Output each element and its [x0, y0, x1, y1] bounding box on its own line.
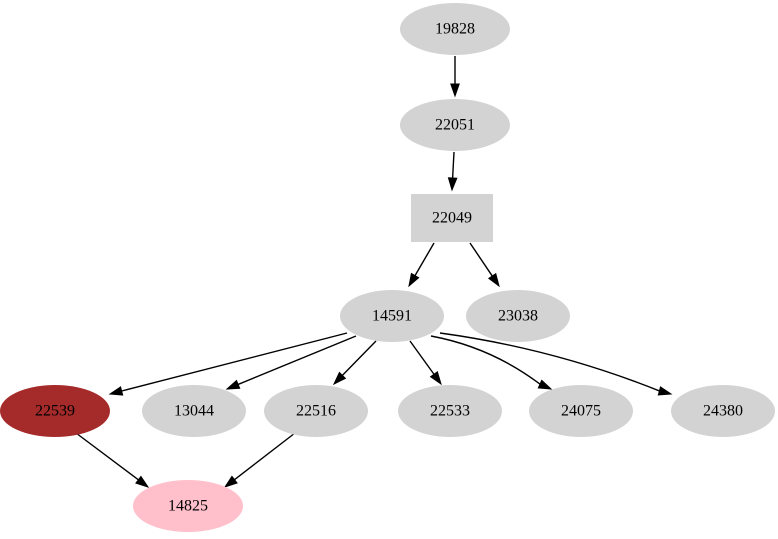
node-ellipse[interactable]	[340, 290, 444, 342]
edge-arrowhead	[537, 379, 553, 390]
edges-layer	[75, 56, 673, 488]
graph-node-22539[interactable]: 22539	[0, 385, 110, 437]
node-ellipse[interactable]	[400, 99, 510, 151]
edge-line	[439, 332, 660, 392]
graph-node-24075[interactable]: 24075	[529, 385, 633, 437]
edge-arrowhead	[332, 371, 347, 386]
edge-arrowhead	[450, 83, 460, 98]
node-ellipse[interactable]	[400, 3, 510, 55]
edge-line	[414, 242, 435, 276]
edge-arrowhead	[225, 379, 241, 390]
graph-node-24380[interactable]: 24380	[671, 385, 775, 437]
edge-arrowhead	[223, 475, 238, 488]
graph-node-14825[interactable]: 14825	[133, 480, 243, 532]
node-ellipse[interactable]	[671, 385, 775, 437]
graph-edge	[223, 432, 296, 488]
node-ellipse[interactable]	[466, 290, 570, 342]
edge-line	[121, 332, 348, 392]
edge-line	[430, 335, 541, 385]
graph-edge	[439, 332, 673, 396]
node-ellipse[interactable]	[529, 385, 633, 437]
edge-line	[234, 432, 296, 481]
graph-edge	[409, 340, 442, 386]
edge-line	[451, 151, 455, 179]
edge-arrowhead	[108, 386, 124, 396]
graph-node-13044[interactable]: 13044	[142, 385, 246, 437]
graph-edge	[75, 432, 150, 488]
node-ellipse[interactable]	[398, 385, 502, 437]
edge-arrowhead	[657, 386, 673, 396]
edge-line	[469, 242, 493, 277]
graph-node-19828[interactable]: 19828	[400, 3, 510, 55]
graph-node-22051[interactable]: 22051	[400, 99, 510, 151]
edge-line	[237, 335, 357, 386]
graph-edge	[469, 242, 500, 288]
graph-node-22049[interactable]: 22049	[411, 194, 493, 242]
graph-node-22516[interactable]: 22516	[264, 385, 368, 437]
graph-node-14591[interactable]: 14591	[340, 290, 444, 342]
graph-edge	[225, 335, 357, 390]
graph-edge	[408, 242, 435, 288]
graph-node-23038[interactable]: 23038	[466, 290, 570, 342]
edge-arrowhead	[135, 475, 150, 488]
node-ellipse[interactable]	[0, 385, 110, 437]
edge-arrowhead	[447, 177, 458, 192]
node-ellipse[interactable]	[133, 480, 243, 532]
edge-line	[341, 340, 377, 376]
edge-arrowhead	[487, 272, 500, 288]
graph-edge	[450, 56, 460, 98]
edge-line	[75, 432, 139, 481]
edge-arrowhead	[429, 370, 442, 386]
node-rect[interactable]	[411, 194, 493, 242]
node-ellipse[interactable]	[142, 385, 246, 437]
graph-node-22533[interactable]: 22533	[398, 385, 502, 437]
graph-edge	[108, 332, 348, 396]
edge-line	[409, 340, 435, 375]
edge-arrowhead	[408, 272, 420, 288]
node-ellipse[interactable]	[264, 385, 368, 437]
graph-edge	[430, 335, 553, 390]
graph-edge	[332, 340, 377, 386]
graph-edge	[447, 151, 458, 192]
nodes-layer: 19828 22051 22049 14591 23038 22539 13044 22516…	[0, 3, 775, 532]
